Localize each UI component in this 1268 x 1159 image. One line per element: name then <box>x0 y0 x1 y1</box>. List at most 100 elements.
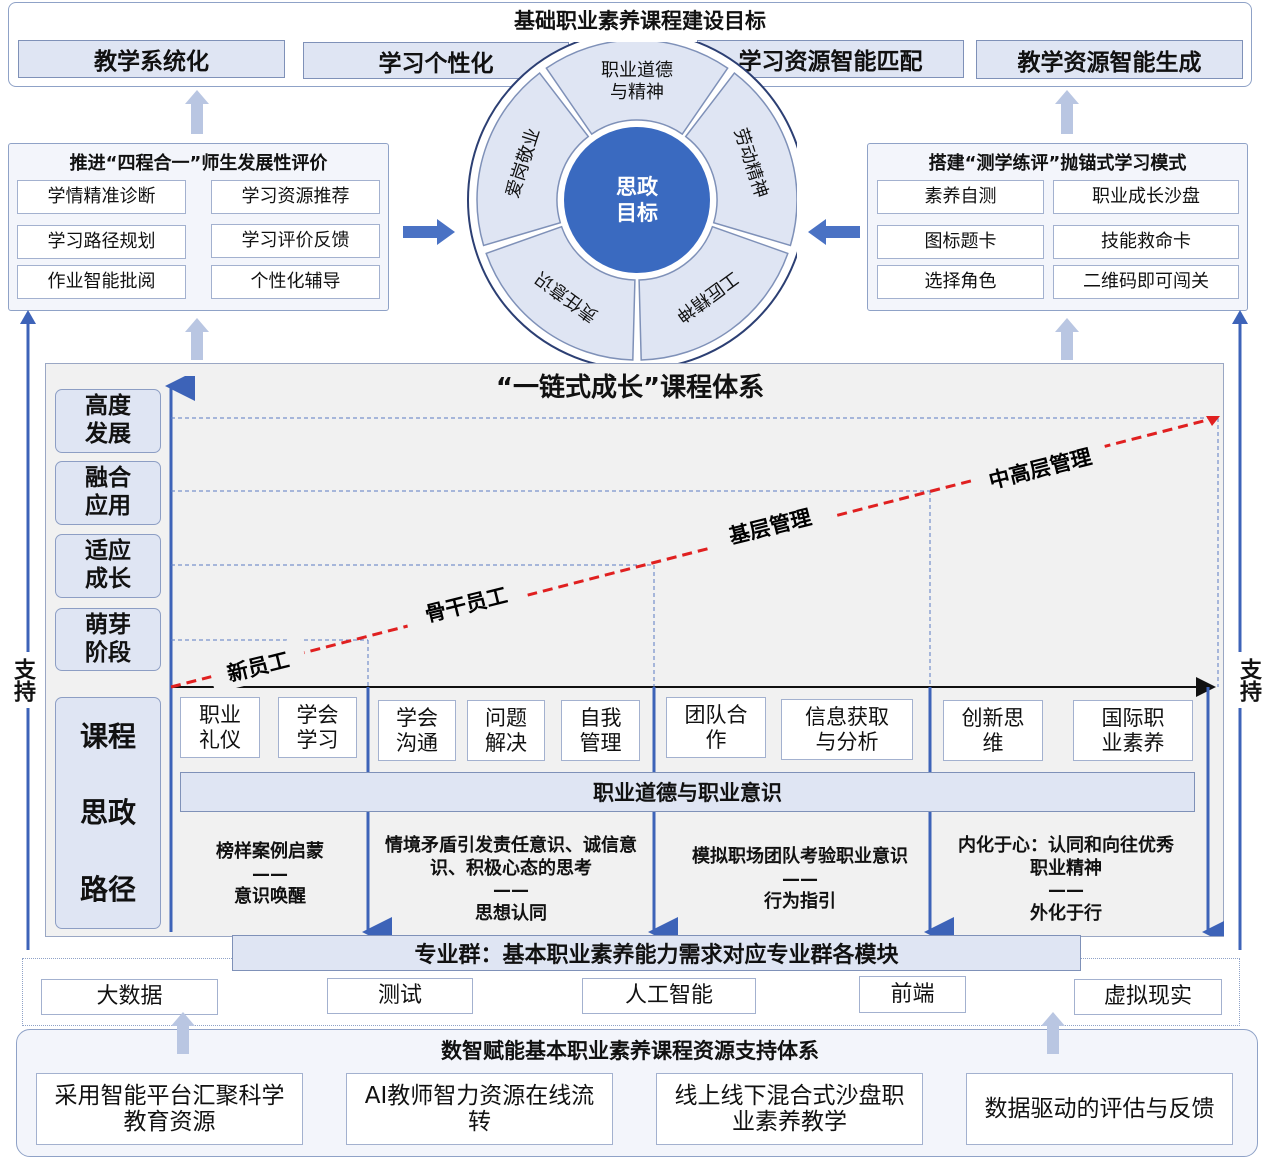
course-title: “一链式成长”课程体系 <box>495 372 765 403</box>
path-label: 课程 <box>79 719 136 753</box>
module-label: 职业礼仪 <box>199 703 241 752</box>
level-label: 适应成长 <box>85 538 131 592</box>
wheel-center-line1: 思政 <box>616 175 659 199</box>
stage-label-group: 中高层管理 <box>969 434 1110 500</box>
module-box: 自我管理 <box>561 700 640 761</box>
module-box: 职业礼仪 <box>180 697 260 758</box>
goal-box: 教学系统化 <box>18 40 285 78</box>
level-label: 萌芽阶段 <box>85 611 131 666</box>
stage-label-group: 新员工 <box>207 636 309 694</box>
resource-item: 采用智能平台汇聚科学教育资源 <box>36 1073 303 1145</box>
module-label: 自我管理 <box>579 706 622 755</box>
wheel-center-line2: 目标 <box>616 201 658 225</box>
resource-support-title: 数智赋能基本职业素养课程资源支持体系 <box>441 1039 819 1063</box>
support-arrow-left <box>20 310 36 950</box>
description-dash: —— <box>782 868 818 890</box>
wheel-segment <box>545 42 729 136</box>
wheel-segment <box>638 225 789 361</box>
stage-label-group: 骨干员工 <box>401 571 531 635</box>
tech-box: 大数据 <box>41 979 218 1015</box>
support-label-left: 支持 <box>6 652 38 708</box>
tech-box: 测试 <box>327 978 473 1014</box>
up-arrow-icon <box>185 90 209 134</box>
module-box: 创新思维 <box>943 700 1043 761</box>
right-arrow-icon <box>403 219 455 245</box>
resource-item-label: AI教师智力资源在线流转 <box>364 1082 595 1135</box>
evaluation-item: 学习路径规划 <box>17 225 186 259</box>
up-arrow-icon <box>185 318 209 360</box>
path-description: 情境矛盾引发责任意识、诚信意识、积极心态的思考 —— 思想认同 <box>372 830 650 930</box>
wheel-segment <box>476 72 590 247</box>
learning-mode-item: 二维码即可闯关 <box>1053 265 1239 299</box>
learning-mode-item: 图标题卡 <box>877 225 1044 259</box>
module-box: 学会沟通 <box>378 700 456 761</box>
left-arrow-icon <box>808 219 860 245</box>
resource-item: 线上线下混合式沙盘职业素养教学 <box>656 1073 923 1145</box>
module-label: 信息获取与分析 <box>805 705 889 754</box>
level-label: 融合应用 <box>85 465 131 519</box>
path-label: 思政 <box>79 796 136 830</box>
module-label: 团队合作 <box>684 703 748 752</box>
description-main: 情境矛盾引发责任意识、诚信意识、积极心态的思考 <box>385 835 637 879</box>
path-description: 模拟职场团队考验职业意识 —— 行为指引 <box>682 830 918 930</box>
learning-mode-item: 素养自测 <box>877 180 1044 214</box>
major-group-bar: 专业群：基本职业素养能力需求对应专业群各模块 <box>232 935 1081 971</box>
description-sub: 思想认同 <box>475 902 547 924</box>
resource-item: 数据驱动的评估与反馈 <box>966 1073 1233 1145</box>
goals-title: 基础职业素养课程建设目标 <box>514 9 766 33</box>
tech-box: 人工智能 <box>582 978 756 1014</box>
module-box: 学会学习 <box>278 697 357 758</box>
description-sub: 外化于行 <box>1030 902 1102 924</box>
stage-label-group: 基层管理 <box>705 493 835 557</box>
description-dash: —— <box>252 863 288 885</box>
path-description: 榜样案例启蒙 —— 意识唤醒 <box>190 830 350 920</box>
wheel-segment-label: 职业道德与精神 <box>601 60 673 103</box>
module-label: 学会学习 <box>296 703 339 752</box>
tech-box: 前端 <box>859 976 966 1013</box>
goal-box: 学习个性化 <box>303 42 569 79</box>
module-label: 学会沟通 <box>396 706 438 755</box>
evaluation-item: 学习资源推荐 <box>211 180 380 214</box>
module-box: 团队合作 <box>666 697 766 758</box>
learning-mode-item: 选择角色 <box>877 265 1044 299</box>
wheel-segment <box>684 72 797 247</box>
description-main: 榜样案例启蒙 <box>216 841 324 863</box>
module-label: 创新思维 <box>961 706 1025 755</box>
module-box: 问题解决 <box>467 700 545 761</box>
path-label-box: 课程 思政 路径 <box>55 697 161 929</box>
path-description: 内化于心：认同和向往优秀职业精神 —— 外化于行 <box>955 830 1177 930</box>
module-label: 国际职业素养 <box>1101 706 1165 755</box>
up-arrow-icon <box>1055 318 1079 360</box>
support-arrow-right <box>1232 310 1248 950</box>
tech-box: 虚拟现实 <box>1074 979 1222 1015</box>
learning-mode-item: 技能救命卡 <box>1053 225 1239 259</box>
description-main: 内化于心：认同和向往优秀职业精神 <box>958 835 1174 879</box>
description-sub: 意识唤醒 <box>234 886 306 908</box>
resource-item-label: 数据驱动的评估与反馈 <box>984 1095 1215 1122</box>
learning-mode-item: 职业成长沙盘 <box>1053 180 1239 214</box>
evaluation-item: 学习评价反馈 <box>211 224 380 258</box>
path-label: 路径 <box>79 872 136 906</box>
growth-chart: 新员工 骨干员工 基层管理 中高层管理 <box>165 376 1224 936</box>
description-dash: —— <box>1048 880 1084 901</box>
module-box: 国际职业素养 <box>1073 700 1193 761</box>
up-arrow-icon <box>171 1012 195 1054</box>
evaluation-item: 学情精准诊断 <box>17 180 186 214</box>
level-box: 高度发展 <box>55 389 161 453</box>
growth-arrowhead <box>1206 416 1220 426</box>
ethics-bar: 职业道德与职业意识 <box>180 772 1195 812</box>
support-label-right: 支持 <box>1232 652 1264 708</box>
resource-item-label: 线上线下混合式沙盘职业素养教学 <box>674 1082 905 1135</box>
module-label: 问题解决 <box>485 706 527 755</box>
resource-item: AI教师智力资源在线流转 <box>346 1073 613 1145</box>
wheel-segment <box>485 225 636 361</box>
goal-box: 教学资源智能生成 <box>976 40 1243 79</box>
description-dash: —— <box>493 880 529 901</box>
learning-mode-title: 搭建“测学练评”抛锚式学习模式 <box>928 153 1187 174</box>
up-arrow-icon <box>1055 90 1079 134</box>
up-arrow-icon <box>1041 1012 1065 1054</box>
evaluation-item: 个性化辅导 <box>211 265 380 299</box>
level-label: 高度发展 <box>85 393 131 447</box>
